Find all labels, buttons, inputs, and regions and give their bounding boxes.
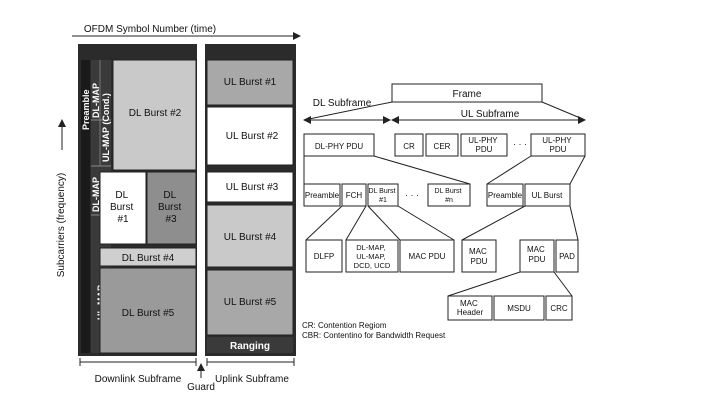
cer-label: CER: [434, 142, 451, 151]
dl-burst-rn-box: [427, 183, 471, 207]
cr-label: CR: [403, 142, 415, 151]
msdu-box: [493, 295, 545, 321]
ul-burst-r-box: [524, 183, 571, 207]
dl-burst-4-label: DL Burst #4: [122, 253, 175, 264]
preamble-label: Preamble: [81, 89, 91, 130]
dlfp-label: DLFP: [314, 252, 334, 261]
mac-pdu-dl-box: [399, 239, 455, 273]
dl-burst-1-box: [99, 171, 147, 245]
preamble-column: [81, 60, 90, 353]
dl-burst-r1-box: [367, 183, 399, 207]
fch-box: [341, 183, 367, 207]
maps-label: DL-MAP, UL-MAP, DCD, UCD: [354, 243, 391, 270]
ul-burst-2-label: UL Burst #2: [226, 131, 279, 142]
ul-burst-1-label: UL Burst #1: [224, 77, 277, 88]
frame-box: [391, 83, 543, 103]
dlfp-box: [305, 239, 343, 273]
ul-burst-2-box: [206, 106, 294, 166]
dl-map-label: DL-MAP: [91, 83, 101, 118]
ul-map-cond-label: UL-MAP (Cond.): [101, 93, 111, 162]
dl-burst-3-label: DL Burst #3: [158, 190, 184, 225]
dl-burst-rn-label: DL Burst #n: [435, 188, 464, 204]
downlink-subframe-label: Downlink Subframe: [95, 374, 182, 385]
dl-burst-2-label: DL Burst #2: [129, 108, 182, 119]
ul-burst-5-box: [206, 269, 294, 336]
dl-burst-5-label: DL Burst #5: [122, 308, 175, 319]
pad-box: [555, 239, 579, 273]
ellipsis-dl: · · ·: [405, 190, 419, 200]
fch-label: FCH: [346, 191, 363, 200]
dl-burst-5-box: [99, 267, 197, 354]
mac-header-box: [447, 295, 493, 321]
freq-axis-label: Subcarriers (frequency): [56, 173, 67, 277]
mac-pdu-a-label: MAC PDU: [469, 247, 489, 266]
cer-box: [425, 133, 459, 157]
crc-label: CRC: [550, 304, 568, 313]
dl-phy-pdu-label: DL-PHY PDU: [315, 142, 364, 151]
ellipsis-ul: · · ·: [513, 139, 527, 149]
preamble-ul-box: [486, 183, 524, 207]
dl-burst-4-box: [99, 247, 197, 267]
dl-burst-3-box: [146, 171, 197, 245]
guard-gap: [197, 44, 205, 356]
preamble-ul-label: Preamble: [488, 191, 523, 200]
ul-burst-1-box: [206, 59, 294, 106]
ul-phy-pdu-1-label: UL-PHY PDU: [468, 136, 499, 154]
dl-subframe-label: DL Subframe: [313, 98, 372, 109]
ranging-label: Ranging: [230, 341, 270, 352]
ul-burst-4-label: UL Burst #4: [224, 232, 277, 243]
mac-header-label: MAC Header: [457, 299, 484, 317]
mac-pdu-b-box: [519, 239, 555, 273]
dl-burst-1-label: DL Burst #1: [110, 190, 136, 225]
legend-cbr: CBR: Contentino for Bandwidth Request: [302, 331, 446, 340]
preamble-dl-label: Preamble: [305, 191, 340, 200]
pad-label: PAD: [559, 252, 575, 261]
ul-phy-pdu-1-box: [460, 133, 508, 157]
dl-map-2-label: DL-MAP: [91, 177, 101, 212]
uplink-subframe-label: Uplink Subframe: [215, 374, 289, 385]
maps-box: [345, 239, 399, 273]
ul-subframe-label: UL Subframe: [461, 109, 520, 120]
cr-box: [394, 133, 424, 157]
crc-box: [545, 295, 573, 321]
mac-pdu-a-box: [461, 239, 497, 273]
ul-burst-3-label: UL Burst #3: [226, 182, 279, 193]
time-axis-label: OFDM Symbol Number (time): [84, 24, 216, 35]
ul-phy-pdu-2-box: [530, 133, 586, 157]
ranging-box: [207, 337, 293, 353]
mac-pdu-b-label: MAC PDU: [527, 245, 547, 264]
ul-burst-r-label: UL Burst: [532, 191, 564, 200]
preamble-dl-box: [303, 183, 341, 207]
msdu-label: MSDU: [507, 304, 531, 313]
frame-label: Frame: [453, 89, 482, 100]
ul-burst-3-box: [206, 171, 294, 203]
dl-phy-pdu-box: [303, 133, 375, 157]
ul-phy-pdu-2-label: UL-PHY PDU: [542, 136, 573, 154]
legend-cr: CR: Contention Regiom: [302, 321, 387, 330]
ul-burst-4-box: [206, 204, 294, 268]
ul-burst-5-label: UL Burst #5: [224, 297, 277, 308]
dl-burst-r1-label: DL Burst #1: [369, 188, 398, 204]
dl-burst-2-box: [112, 59, 197, 171]
guard-label: Guard: [187, 382, 215, 393]
mac-pdu-dl-label: MAC PDU: [409, 252, 446, 261]
